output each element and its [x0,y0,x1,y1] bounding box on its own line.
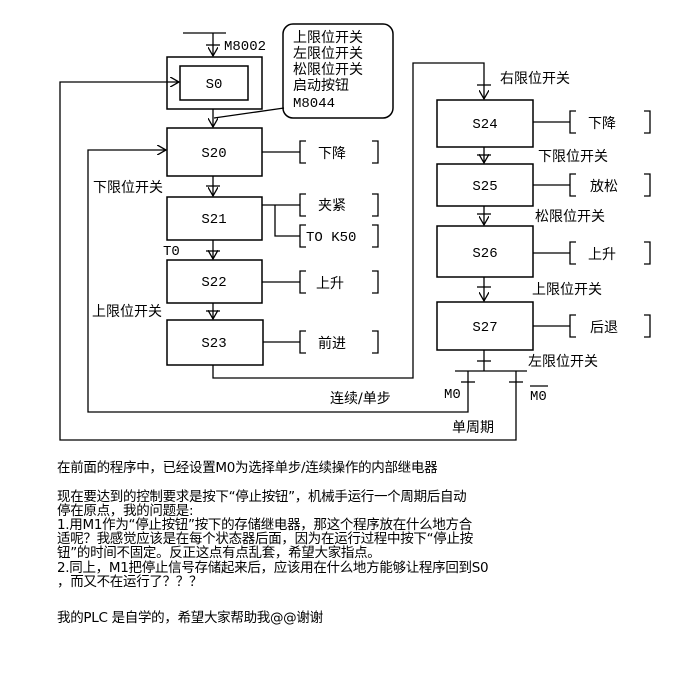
step-s22: S22 上升 [166,259,379,304]
action-label: 夹紧 [318,198,346,214]
step-label: S27 [472,320,497,336]
loop-continuous: M0 连续/单步 [87,150,475,413]
step-label: S21 [201,212,226,228]
question-line: 钮”的时间不固定。反正这点有点乱套，希望大家指点。 [57,545,381,561]
step-label: S0 [206,77,223,93]
question-line: 现在要达到的控制要求是按下“停止按钮”，机械手运行一个周期后自动 [57,489,467,505]
loop-label: 连续/单步 [330,390,391,407]
step-label: S24 [472,117,497,133]
transition-label: 上限位开关 [532,282,602,298]
sfc-diagram: M8002 S0 上限位开关 左限位开关 松限位开关 启动按钮 M8044 S2… [59,23,651,441]
step-s20: S20 下降 [166,127,379,177]
transition-label: 下限位开关 [93,180,163,196]
transition-label-m0: M0 [444,387,461,403]
question-intro: 在前面的程序中，已经设置M0为选择单步/连续操作的内部继电器 [57,460,438,476]
transition-label-m8002: M8002 [224,39,266,55]
transition-label: 松限位开关 [535,209,605,225]
initial-transition: M8002 [183,32,266,56]
step-s0: S0 [166,56,263,110]
transition-label: 上限位开关 [92,304,162,320]
question-line: 停在原点，我的问题是: [57,503,194,519]
step-label: S26 [472,246,497,262]
transition-label: 右限位开关 [500,71,570,87]
callout-line: 启动按钮 [293,78,349,94]
transition-label-m0-not: M0 [530,389,547,405]
action-label: 放松 [590,179,618,195]
transition-label: T0 [163,244,180,260]
step-s23: S23 前进 [166,319,379,366]
step-s24: S24 下降 [436,99,651,148]
action-label: TO K50 [306,230,356,246]
loop-label: 单周期 [452,420,494,436]
action-label: 前进 [318,335,346,352]
loop-single-cycle: M0 单周期 [59,82,548,441]
question-line: ，而又不在运行了？？？ [57,574,203,590]
action-label: 下降 [318,146,346,162]
transition-label: 下限位开关 [538,149,608,165]
step-s27: S27 后退 [436,301,651,351]
question-line: 适呢？我感觉应该是在每个状态器后面，因为在运行过程中按下“停止按 [57,531,473,547]
action-label: 下降 [588,116,616,132]
callout-line: 左限位开关 [293,46,363,62]
step-s25: S25 放松 [436,163,651,207]
action-label: 后退 [590,320,618,336]
callout-line: M8044 [293,96,335,112]
callout-line: 上限位开关 [293,30,363,46]
question-line: 2.同上，M1把停止信号存储起来后，应该用在什么地方能够让程序回到S0 [57,560,489,576]
action-label: 上升 [588,247,616,263]
step-label: S22 [201,275,226,291]
step-label: S23 [201,336,226,352]
step-s26: S26 上升 [436,225,651,278]
step-label: S25 [472,179,497,195]
callout-note: 上限位开关 左限位开关 松限位开关 启动按钮 M8044 [213,23,394,119]
transition-label: 左限位开关 [528,354,598,370]
step-label: S20 [201,146,226,162]
callout-line: 松限位开关 [293,62,363,78]
question-line: 1.用M1作为“停止按钮”按下的存储继电器，那这个程序放在什么地方合 [57,517,472,533]
step-s21: S21 夹紧 TO K50 [166,193,379,248]
action-label: 上升 [316,276,344,292]
closing-text: 我的PLC 是自学的，希望大家帮助我@@谢谢 [57,610,323,626]
